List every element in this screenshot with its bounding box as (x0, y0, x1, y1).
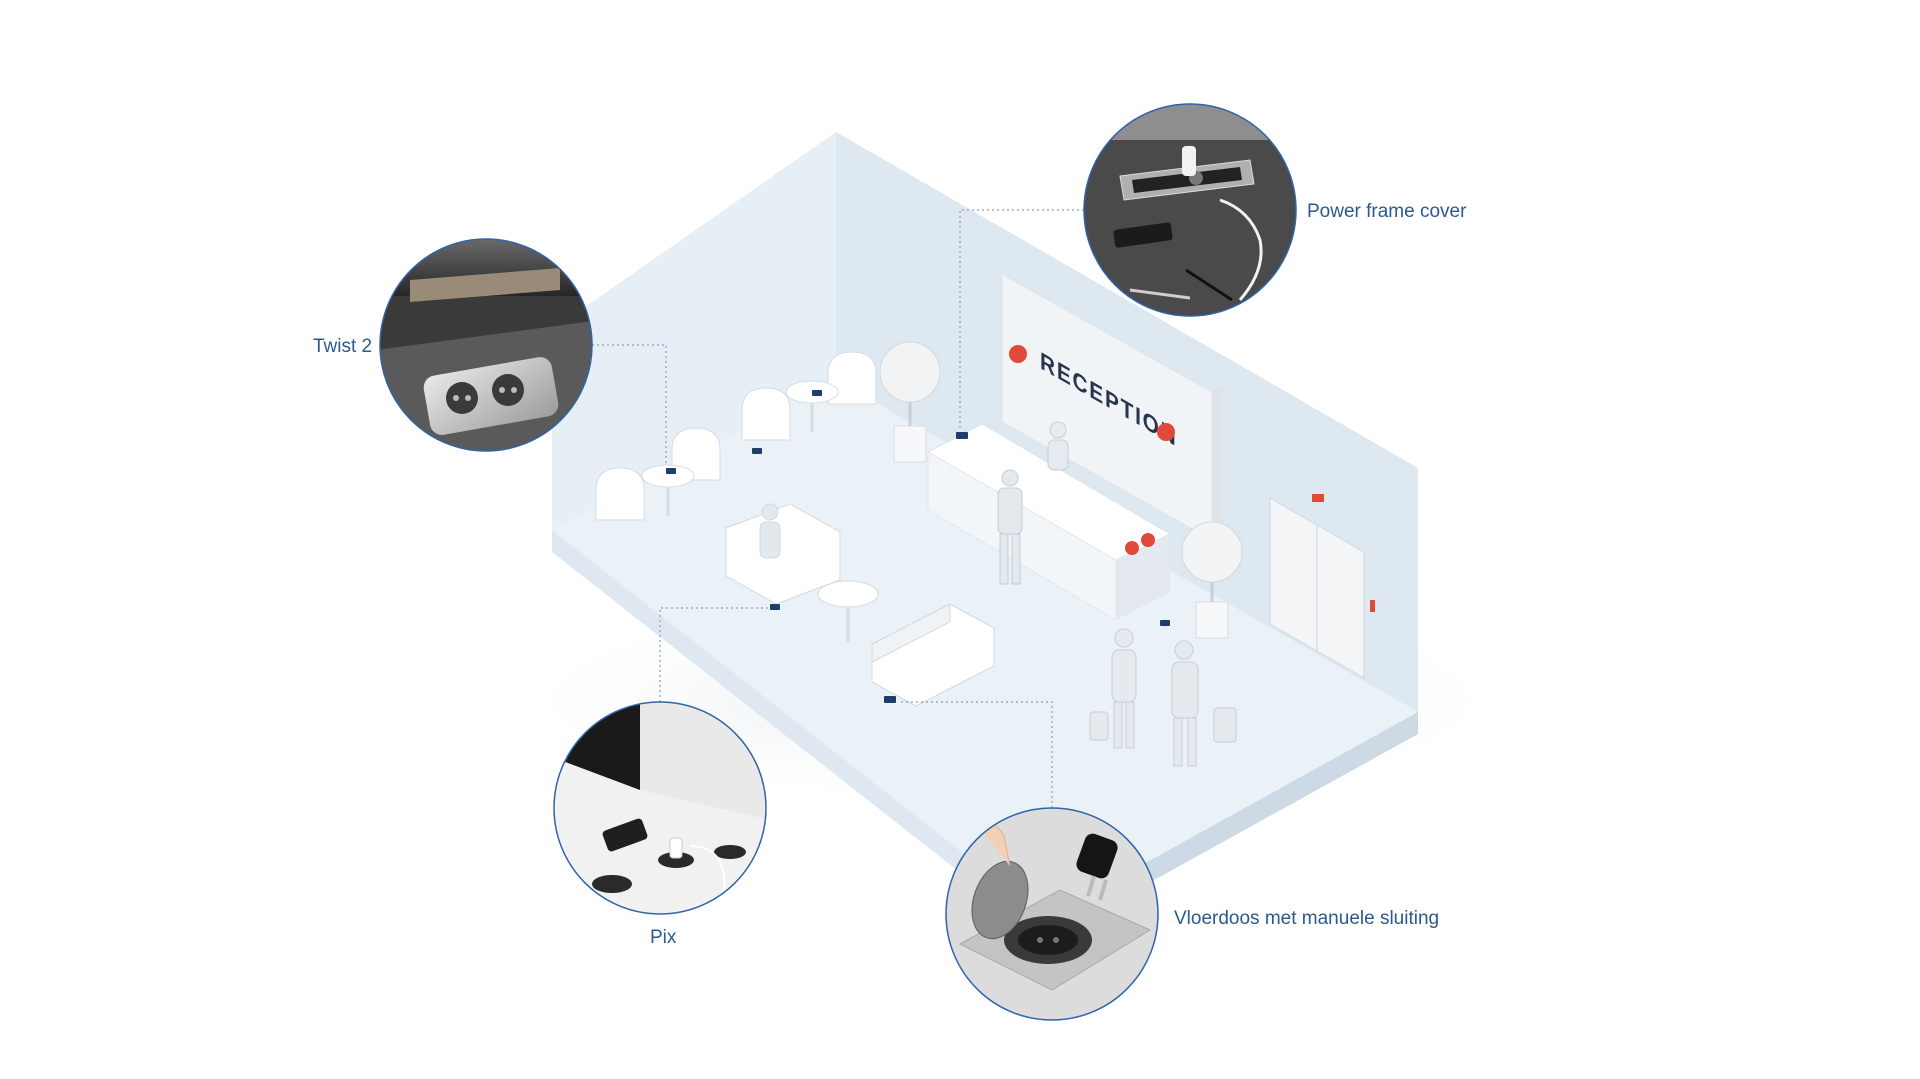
socket-marker (752, 448, 762, 454)
desk-cup (1141, 533, 1155, 547)
socket-markers (666, 390, 1170, 703)
plant-left (879, 341, 941, 463)
left-wall (552, 132, 836, 530)
travelers-figures (1089, 628, 1237, 767)
callout-pix (553, 701, 767, 915)
reception-wall-side (1212, 386, 1222, 540)
reception-desk-side (1116, 534, 1170, 620)
visitor-figure (997, 469, 1023, 585)
twist-socket-photo-icon (423, 357, 559, 435)
callout-label-twist: Twist 2 (313, 336, 373, 357)
leader-line-pix (659, 607, 770, 702)
socket-marker-twist (666, 468, 676, 474)
power-frame-photo-icon (1113, 146, 1263, 302)
desk-cup (1125, 541, 1139, 555)
sign-lamp-right (1157, 423, 1175, 441)
armchair-with-person (725, 503, 841, 605)
callout-label-pix: Pix (650, 927, 677, 948)
callout-label-power: Power frame cover (1307, 201, 1467, 222)
socket-marker (812, 390, 822, 396)
receptionist-figure (1047, 421, 1069, 471)
sign-lamp-left (1009, 345, 1027, 363)
floor-front-edge-left (552, 530, 1046, 940)
socket-marker-pix (770, 604, 780, 610)
leader-line-vloer (900, 701, 1053, 808)
callout-twist (379, 238, 593, 452)
plant-right (1181, 521, 1243, 639)
callout-power (1083, 103, 1297, 317)
floor-box-photo-icon (958, 823, 1152, 991)
socket-marker-power (956, 432, 968, 439)
lounge-chairs (595, 351, 877, 521)
socket-marker-vloer (884, 696, 896, 703)
pix-desk-socket-photo-icon (592, 818, 746, 914)
callout-vloer (945, 807, 1159, 1021)
callout-label-vloer: Vloerdoos met manuele sluiting (1174, 908, 1440, 929)
elevator (1269, 494, 1375, 679)
socket-marker (1160, 620, 1170, 626)
leader-line-power (959, 209, 1084, 430)
sofa (871, 603, 995, 707)
